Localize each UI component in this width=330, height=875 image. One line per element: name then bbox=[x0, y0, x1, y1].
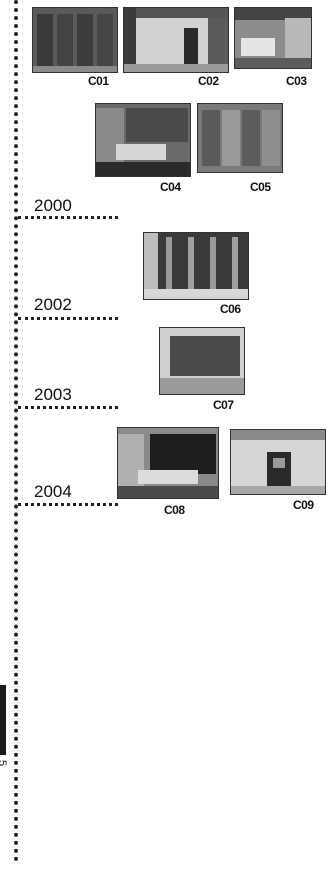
caption-c01: C01 bbox=[88, 74, 109, 88]
photo-c09[interactable] bbox=[230, 429, 326, 495]
year-label-2004: 2004 bbox=[34, 482, 72, 501]
photo-c09-image bbox=[231, 430, 325, 494]
caption-c02: C02 bbox=[198, 74, 219, 88]
caption-c04: C04 bbox=[160, 180, 181, 194]
caption-c03: C03 bbox=[286, 74, 307, 88]
photo-c06[interactable] bbox=[143, 232, 249, 300]
year-divider-2002 bbox=[18, 317, 118, 320]
photo-c07-image bbox=[160, 328, 244, 394]
photo-c05[interactable] bbox=[197, 103, 283, 173]
photo-c04-image bbox=[96, 104, 190, 176]
photo-c08[interactable] bbox=[117, 427, 219, 499]
caption-c07: C07 bbox=[213, 398, 234, 412]
year-divider-2003 bbox=[18, 406, 118, 409]
photo-c03-image bbox=[235, 8, 311, 68]
year-label-2002: 2002 bbox=[34, 295, 72, 314]
photo-c03[interactable] bbox=[234, 7, 312, 69]
year-divider-2004 bbox=[18, 503, 118, 506]
photo-c01[interactable] bbox=[32, 7, 118, 73]
year-divider-2000 bbox=[18, 216, 118, 219]
photo-c01-image bbox=[33, 8, 117, 72]
page-number: 5 bbox=[0, 760, 8, 766]
caption-c09: C09 bbox=[293, 498, 314, 512]
photo-c06-image bbox=[144, 233, 248, 299]
caption-c06: C06 bbox=[220, 302, 241, 316]
caption-c08: C08 bbox=[164, 503, 185, 517]
year-label-2000: 2000 bbox=[34, 196, 72, 215]
caption-c05: C05 bbox=[250, 180, 271, 194]
photo-c08-image bbox=[118, 428, 218, 498]
photo-c05-image bbox=[198, 104, 282, 172]
photo-c02[interactable] bbox=[123, 7, 229, 73]
photo-c04[interactable] bbox=[95, 103, 191, 177]
year-label-2003: 2003 bbox=[34, 385, 72, 404]
timeline-vertical-line bbox=[14, 0, 18, 862]
photo-c07[interactable] bbox=[159, 327, 245, 395]
photo-c02-image bbox=[124, 8, 228, 72]
section-tab-mark bbox=[0, 685, 6, 755]
